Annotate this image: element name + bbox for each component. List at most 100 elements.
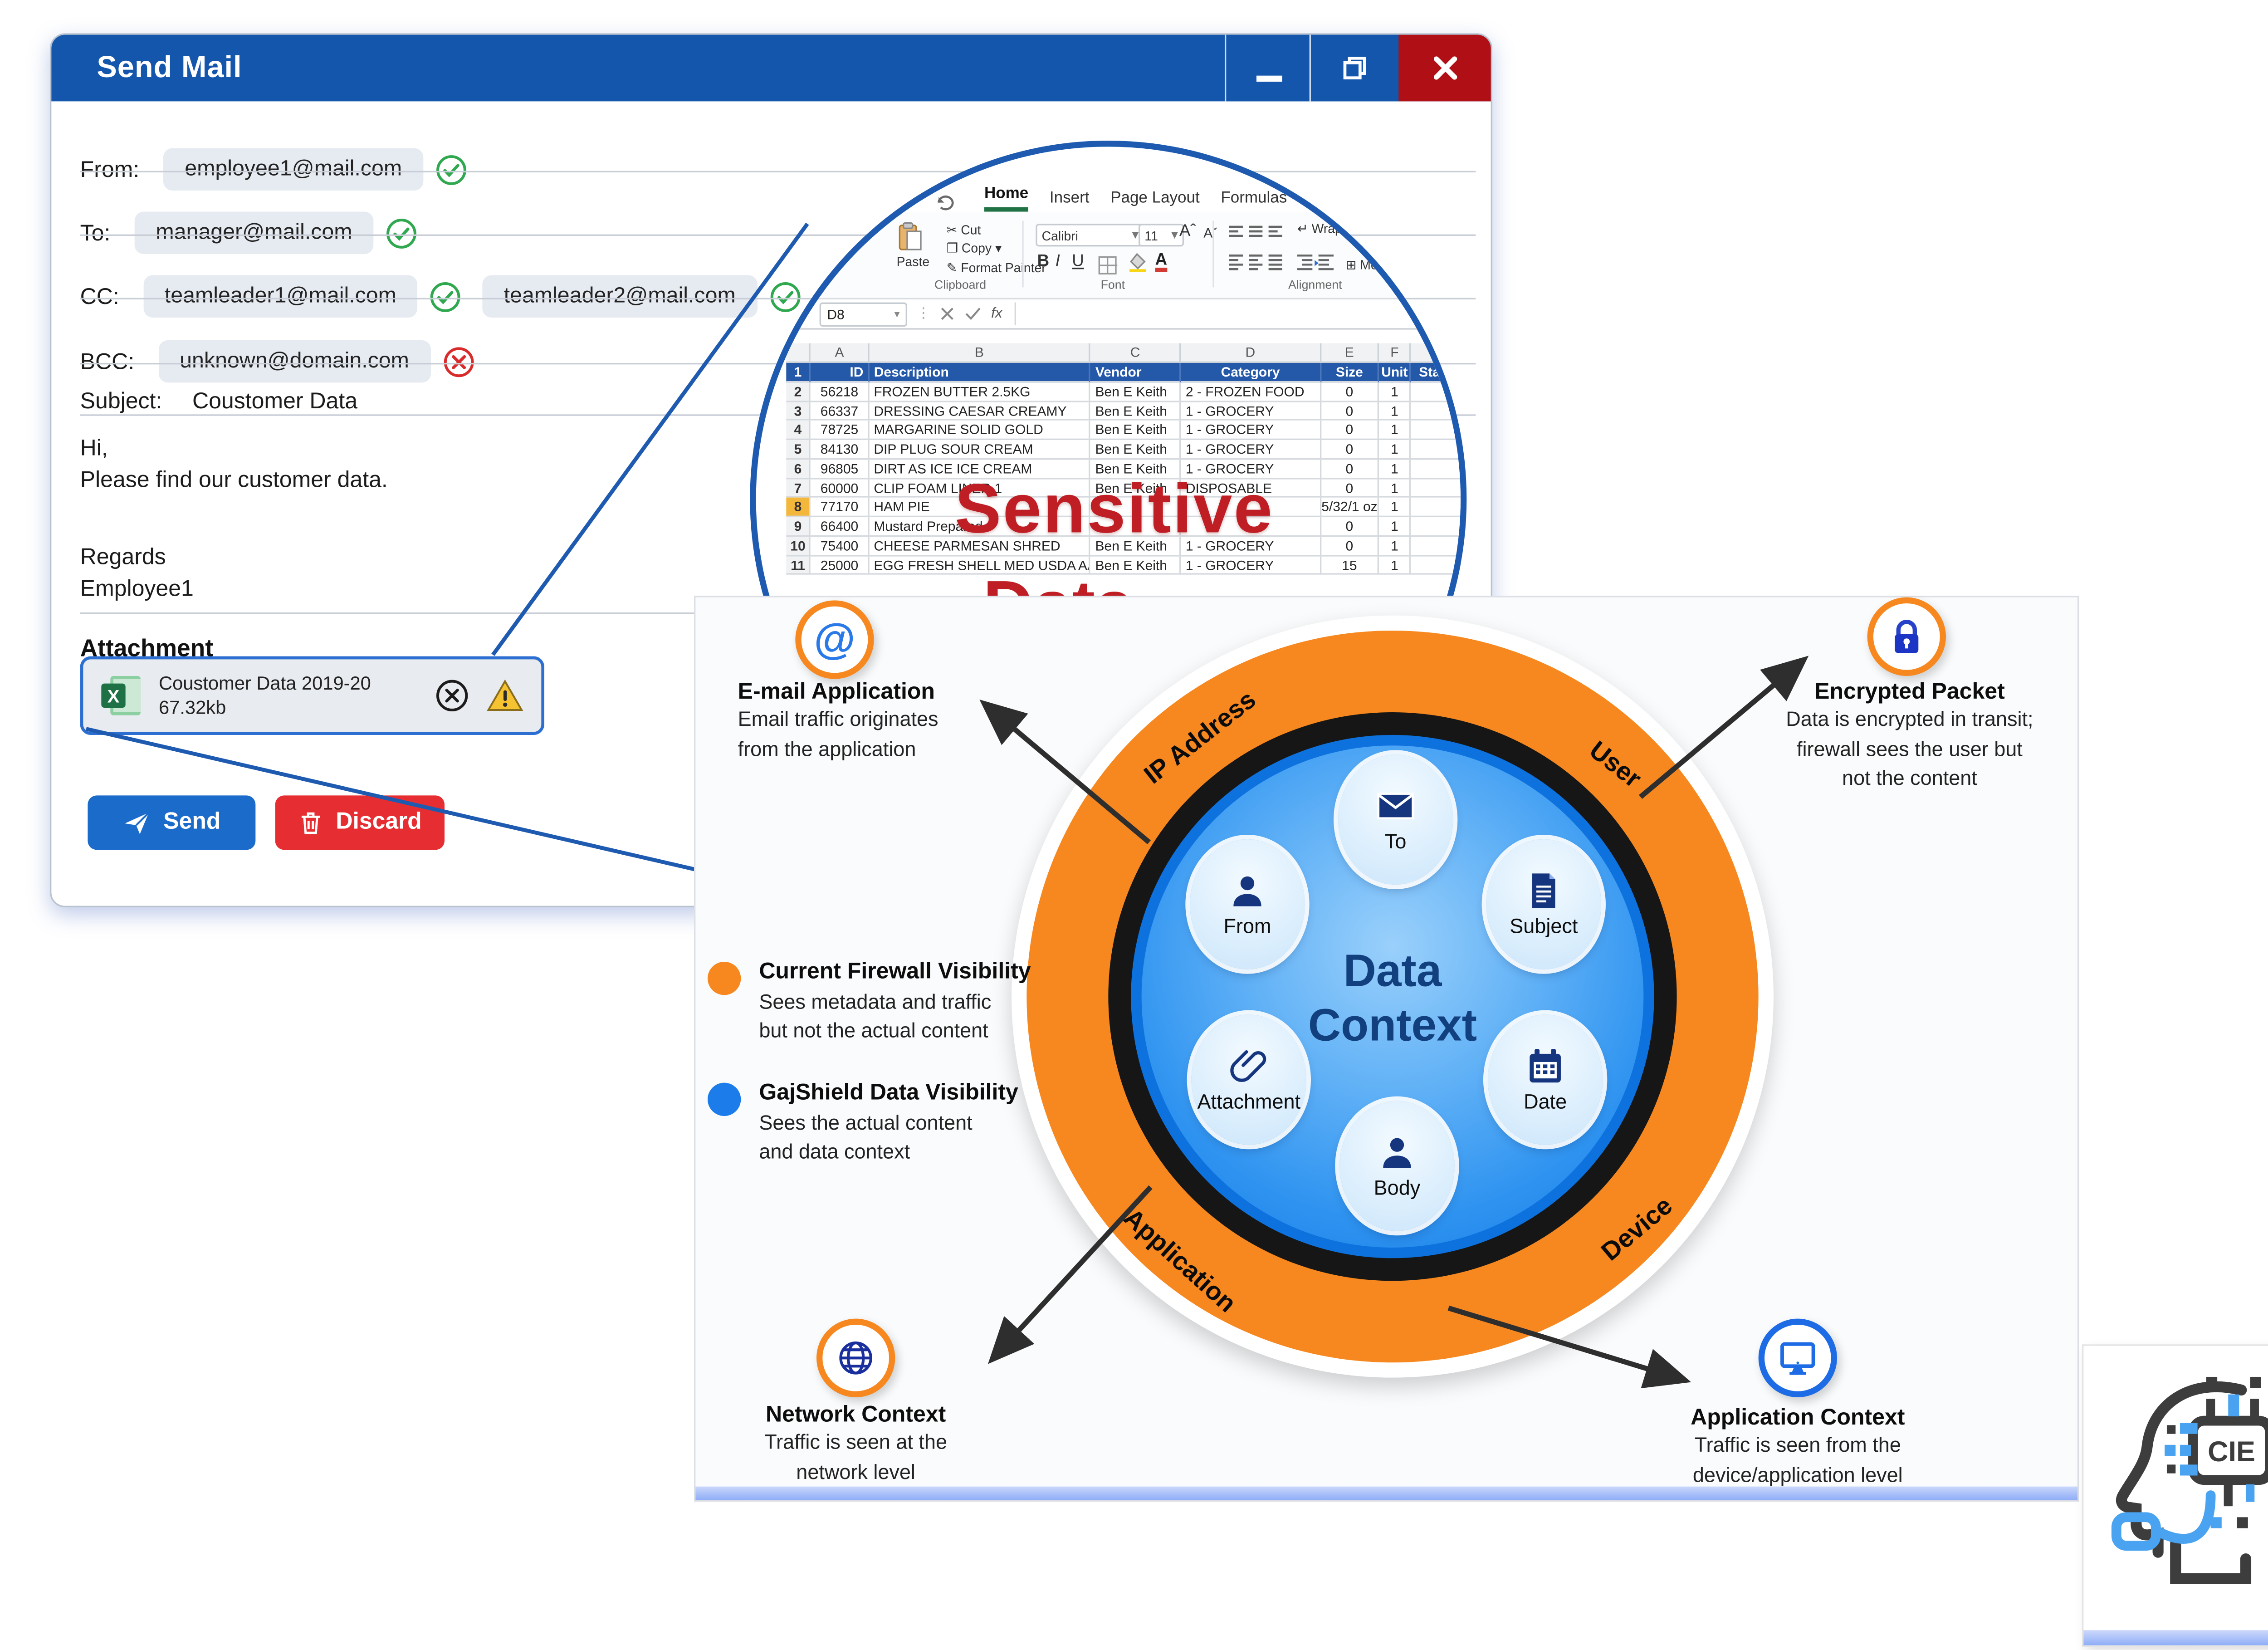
cell-7-G[interactable] — [1411, 479, 1461, 498]
undo-icon[interactable] — [934, 194, 954, 212]
cut-button[interactable]: ✂︎ Cut — [946, 222, 981, 238]
cell-8-A[interactable]: 77170 — [811, 498, 870, 517]
merge-center-button[interactable]: ⊞ Merge & Ce — [1345, 257, 1429, 272]
minimize-button[interactable] — [1224, 34, 1311, 102]
cell-2-C[interactable]: Ben E Keith — [1090, 382, 1181, 401]
cell-5-B[interactable]: DIP PLUG SOUR CREAM — [869, 440, 1091, 460]
cell-7-C[interactable]: Ben E Keith — [1090, 478, 1181, 498]
cell-5-C[interactable]: Ben E Keith — [1090, 440, 1181, 460]
cell-3-E[interactable]: 0 — [1321, 401, 1379, 421]
cell-4-E[interactable]: 0 — [1321, 421, 1379, 440]
header-cell-status[interactable]: Status — [1411, 362, 1461, 382]
cell-4-A[interactable]: 78725 — [811, 421, 870, 440]
column-header-A[interactable]: A — [811, 343, 870, 363]
node-attachment[interactable]: Attachment — [1191, 1014, 1306, 1145]
cell-2-F[interactable]: 1 — [1379, 382, 1412, 401]
cell-7-A[interactable]: 60000 — [811, 478, 870, 498]
cell-10-A[interactable]: 75400 — [811, 536, 870, 556]
cell-2-E[interactable]: 0 — [1321, 382, 1379, 401]
cell-10-F[interactable]: 1 — [1379, 536, 1412, 556]
maximize-button[interactable] — [1309, 34, 1399, 102]
row-number-2[interactable]: 2 — [786, 382, 811, 401]
discard-button[interactable]: Discard — [275, 795, 445, 850]
bold-button[interactable]: B — [1037, 252, 1050, 271]
column-header-G[interactable]: G — [1411, 343, 1461, 363]
header-cell-id[interactable]: ID — [811, 362, 870, 382]
header-cell-category[interactable]: Category — [1181, 362, 1321, 382]
bcc-chip-0[interactable]: unknown@domain.com — [158, 340, 430, 383]
cell-3-B[interactable]: DRESSING CAESAR CREAMY — [869, 401, 1091, 421]
cell-6-C[interactable]: Ben E Keith — [1090, 459, 1181, 479]
cell-8-B[interactable]: HAM PIE — [869, 498, 1091, 517]
cell-2-B[interactable]: FROZEN BUTTER 2.5KG — [869, 382, 1091, 401]
cell-9-A[interactable]: 66400 — [811, 517, 870, 537]
cell-3-A[interactable]: 66337 — [811, 401, 870, 421]
cell-7-F[interactable]: 1 — [1379, 478, 1412, 498]
column-header-E[interactable]: E — [1321, 343, 1379, 363]
cell-6-A[interactable]: 96805 — [811, 459, 870, 479]
cell-7-B[interactable]: CLIP FOAM LINER 1 — [869, 478, 1091, 498]
cell-3-F[interactable]: 1 — [1379, 401, 1412, 421]
font-color-button[interactable]: A — [1155, 251, 1168, 272]
cell-4-D[interactable]: 1 - GROCERY — [1181, 421, 1321, 440]
cell-11-E[interactable]: 15 — [1321, 555, 1379, 575]
cell-8-C[interactable] — [1090, 498, 1181, 517]
fill-color-button[interactable] — [1128, 253, 1148, 272]
cell-9-B[interactable]: Mustard Prepared — [869, 517, 1091, 537]
font-name-select[interactable]: Calibri▾ — [1036, 224, 1145, 247]
grow-font-button[interactable]: Aˆ — [1179, 222, 1196, 240]
cell-4-B[interactable]: MARGARINE SOLID GOLD — [869, 421, 1091, 440]
node-body[interactable]: Body — [1339, 1101, 1455, 1231]
column-header-B[interactable]: B — [869, 343, 1091, 363]
row-number-1[interactable]: 1 — [786, 362, 811, 382]
cell-9-E[interactable]: 0 — [1321, 517, 1379, 537]
cell-10-C[interactable]: Ben E Keith — [1090, 536, 1181, 556]
attachment-card[interactable]: X Coustomer Data 2019-20 67.32kb — [80, 656, 544, 735]
fx-icon[interactable]: fx — [991, 305, 1002, 322]
header-cell-vendor[interactable]: Vendor — [1090, 362, 1182, 382]
italic-button[interactable]: I — [1055, 252, 1060, 271]
wrap-text-button[interactable]: ↵ Wrap — [1297, 220, 1342, 236]
cell-5-F[interactable]: 1 — [1379, 440, 1412, 460]
send-button[interactable]: Send — [88, 795, 256, 850]
font-size-select[interactable]: 11▾ — [1138, 224, 1184, 247]
tab-formulas[interactable]: Formulas — [1221, 189, 1287, 207]
tab-insert[interactable]: Insert — [1049, 189, 1090, 207]
cc-chip-0[interactable]: teamleader1@mail.com — [143, 275, 418, 318]
cell-6-E[interactable]: 0 — [1321, 459, 1379, 479]
cell-11-D[interactable]: 1 - GROCERY — [1181, 555, 1321, 575]
cell-9-F[interactable]: 1 — [1379, 517, 1412, 537]
borders-icon[interactable] — [1098, 255, 1118, 275]
cell-11-A[interactable]: 25000 — [811, 555, 870, 575]
row-number-4[interactable]: 4 — [786, 421, 811, 440]
header-cell-unit[interactable]: Unit — [1379, 362, 1412, 382]
cell-8-E[interactable]: 5/32/1 oz — [1321, 498, 1379, 517]
cell-2-A[interactable]: 56218 — [811, 382, 870, 401]
node-to[interactable]: To — [1338, 754, 1453, 885]
subject-value[interactable]: Coustomer Data — [192, 387, 358, 414]
cell-11-G[interactable] — [1411, 556, 1461, 575]
select-all-corner[interactable] — [786, 343, 811, 363]
cell-5-E[interactable]: 0 — [1321, 440, 1379, 460]
cc-chip-1[interactable]: teamleader2@mail.com — [482, 275, 757, 318]
cell-6-B[interactable]: DIRT AS ICE ICE CREAM — [869, 459, 1091, 479]
cell-11-B[interactable]: EGG FRESH SHELL MED USDA AA — [869, 555, 1091, 575]
cell-8-D[interactable] — [1181, 498, 1321, 517]
column-header-F[interactable]: F — [1379, 343, 1412, 363]
cell-3-C[interactable]: Ben E Keith — [1090, 401, 1181, 421]
cell-2-G[interactable] — [1411, 382, 1461, 401]
cell-2-D[interactable]: 2 - FROZEN FOOD — [1181, 382, 1321, 401]
tab-data[interactable]: Data — [1308, 189, 1342, 207]
cell-7-E[interactable]: 0 — [1321, 478, 1379, 498]
formula-input[interactable] — [1014, 302, 1461, 325]
cell-10-D[interactable]: 1 - GROCERY — [1181, 536, 1321, 556]
remove-attachment-icon[interactable] — [435, 679, 469, 712]
node-from[interactable]: From — [1190, 839, 1305, 969]
cell-5-G[interactable] — [1411, 440, 1461, 460]
tab-home[interactable]: Home — [984, 185, 1029, 212]
row-number-3[interactable]: 3 — [786, 401, 811, 421]
cell-9-G[interactable] — [1411, 517, 1461, 537]
cell-4-F[interactable]: 1 — [1379, 421, 1412, 440]
cell-11-C[interactable]: Ben E Keith — [1090, 555, 1181, 575]
from-chip-0[interactable]: employee1@mail.com — [163, 148, 423, 191]
